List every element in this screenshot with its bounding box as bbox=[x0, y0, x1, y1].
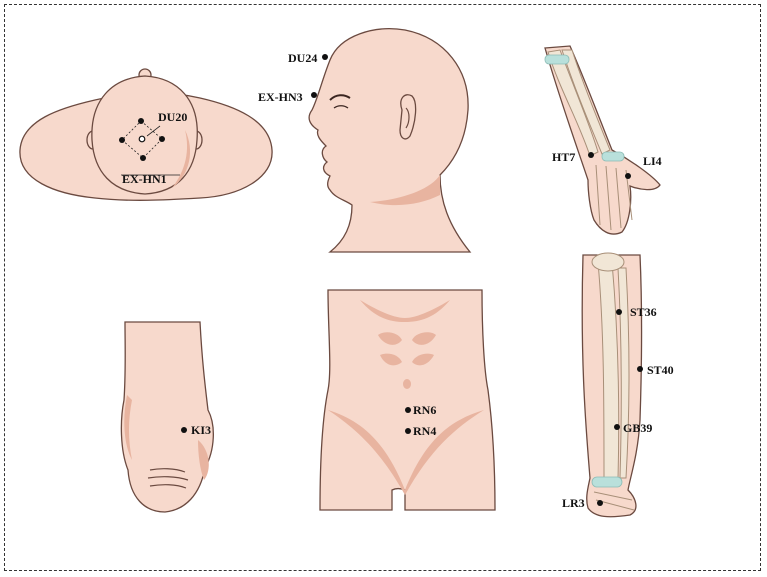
du24-point bbox=[322, 54, 328, 60]
li4-point bbox=[625, 173, 631, 179]
rn4-label: RN4 bbox=[413, 424, 436, 438]
gb39-label: GB39 bbox=[623, 421, 652, 435]
du20-point bbox=[138, 135, 146, 143]
ex-hn1-point-bottom bbox=[140, 155, 146, 161]
ht7-label: HT7 bbox=[552, 150, 575, 164]
ex-hn1-point-top bbox=[138, 118, 144, 124]
ht7-point bbox=[588, 152, 594, 158]
head-side-view: DU24 EX-HN3 bbox=[258, 28, 472, 253]
lr3-label: LR3 bbox=[562, 496, 585, 510]
st36-point bbox=[616, 309, 622, 315]
rn6-label: RN6 bbox=[413, 403, 436, 417]
ex-hn3-point bbox=[311, 92, 317, 98]
rn6-point bbox=[405, 407, 411, 413]
abdomen-front-view: RN6 RN4 bbox=[319, 289, 496, 511]
arm-hand: HT7 LI4 bbox=[544, 45, 662, 235]
lr3-point bbox=[597, 500, 603, 506]
st36-label: ST36 bbox=[630, 305, 657, 319]
li4-label: LI4 bbox=[643, 154, 662, 168]
ki3-label: KI3 bbox=[191, 423, 211, 437]
gb39-point bbox=[614, 424, 620, 430]
heel-back-view: KI3 bbox=[120, 321, 214, 513]
st40-point bbox=[637, 366, 643, 372]
ex-hn1-label: EX-HN1 bbox=[122, 172, 167, 186]
head-top-view: DU20 EX-HN1 bbox=[19, 68, 273, 201]
lower-leg: ST36 ST40 GB39 LR3 bbox=[562, 252, 674, 518]
ki3-point bbox=[181, 427, 187, 433]
rn4-point bbox=[405, 428, 411, 434]
st40-label: ST40 bbox=[647, 363, 674, 377]
du20-label: DU20 bbox=[158, 110, 187, 124]
du24-label: DU24 bbox=[288, 51, 317, 65]
ex-hn1-point-right bbox=[159, 136, 165, 142]
ex-hn1-point-left bbox=[119, 137, 125, 143]
ex-hn3-label: EX-HN3 bbox=[258, 90, 303, 104]
dashed-frame bbox=[4, 4, 761, 571]
